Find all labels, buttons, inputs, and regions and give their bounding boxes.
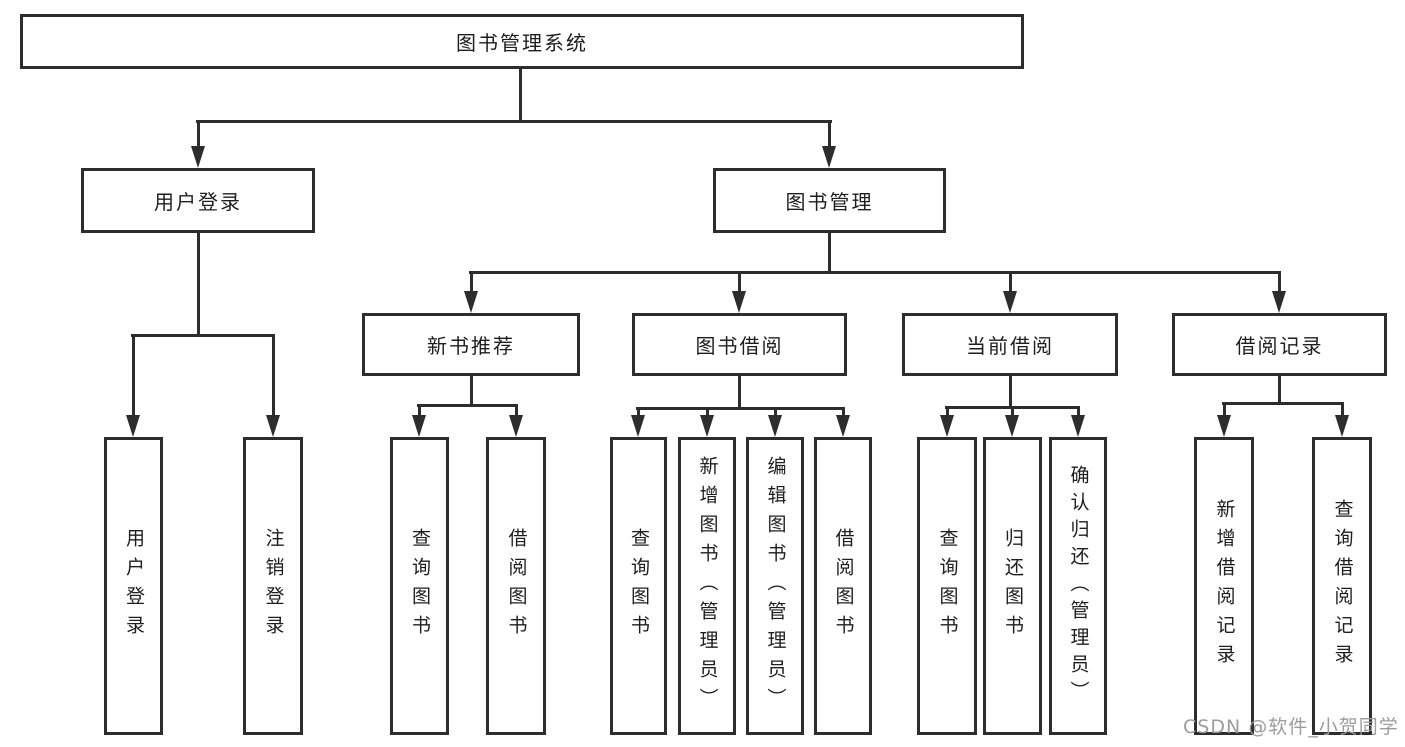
- node-br-add-record: 新增借阅记录: [1194, 437, 1254, 735]
- connector-line: [1278, 376, 1281, 404]
- arrow-down-icon: [836, 415, 850, 437]
- node-nbr-query-book: 查询图书: [390, 437, 449, 735]
- node-new-book-recommendation-label: 新书推荐: [427, 334, 515, 358]
- node-nbr-query-book-label: 查询图书: [409, 528, 431, 644]
- arrow-down-icon: [732, 291, 746, 313]
- arrow-down-icon: [700, 415, 714, 437]
- node-book-management: 图书管理: [713, 168, 946, 233]
- node-cb-confirm-return: 确认归还（管理员）: [1049, 437, 1107, 735]
- node-borrowing-records-label: 借阅记录: [1235, 334, 1324, 358]
- connector-line: [738, 376, 741, 409]
- node-borrowing-records: 借阅记录: [1172, 313, 1387, 376]
- node-cb-query-book: 查询图书: [917, 437, 977, 735]
- arrow-down-icon: [191, 146, 205, 168]
- node-book-borrowing: 图书借阅: [632, 313, 847, 376]
- connector-line: [706, 407, 709, 416]
- connector-line: [842, 407, 845, 416]
- arrow-down-icon: [1335, 415, 1349, 437]
- node-current-borrowing: 当前借阅: [902, 313, 1118, 376]
- connector-line: [774, 407, 777, 416]
- arrow-down-icon: [1071, 415, 1085, 437]
- node-bb-borrow-book: 借阅图书: [814, 437, 872, 735]
- node-logout-leaf-label: 注销登录: [262, 528, 285, 644]
- arrow-down-icon: [509, 415, 523, 437]
- node-nbr-borrow-book-label: 借阅图书: [505, 528, 528, 644]
- arrow-down-icon: [1272, 291, 1286, 313]
- node-cb-return-book: 归还图书: [983, 437, 1042, 735]
- connector-line: [131, 334, 274, 337]
- connector-line: [417, 404, 518, 407]
- arrow-down-icon: [768, 415, 782, 437]
- connector-line: [1222, 402, 1343, 405]
- node-nbr-borrow-book: 借阅图书: [486, 437, 546, 735]
- connector-line: [272, 334, 275, 415]
- connector-line: [738, 271, 741, 291]
- connector-line: [470, 376, 473, 406]
- node-root: 图书管理系统: [20, 14, 1024, 69]
- connector-line: [1077, 406, 1080, 416]
- watermark: CSDN @软件_小贺同学: [1183, 716, 1399, 738]
- arrow-down-icon: [412, 415, 426, 437]
- node-user-login-label: 用户登录: [154, 190, 242, 214]
- connector-line: [1009, 376, 1012, 408]
- connector-line: [1223, 402, 1226, 416]
- connector-line: [469, 271, 1281, 274]
- node-current-borrowing-label: 当前借阅: [966, 334, 1054, 358]
- connector-line: [637, 407, 640, 416]
- arrow-down-icon: [1217, 415, 1231, 437]
- arrow-down-icon: [1003, 291, 1017, 313]
- node-new-book-recommendation: 新书推荐: [362, 313, 580, 376]
- arrow-down-icon: [940, 415, 954, 437]
- connector-line: [197, 233, 200, 336]
- connector-line: [1009, 271, 1012, 291]
- arrow-down-icon: [464, 291, 478, 313]
- arrow-down-icon: [266, 415, 280, 437]
- node-bb-add-book-label: 新增图书（管理员）: [696, 455, 719, 717]
- node-book-management-label: 图书管理: [785, 190, 874, 214]
- connector-line: [515, 404, 518, 416]
- connector-line: [132, 334, 135, 415]
- connector-line: [1341, 402, 1344, 416]
- connector-line: [828, 120, 831, 148]
- arrow-down-icon: [822, 146, 836, 168]
- arrow-down-icon: [631, 415, 645, 437]
- node-user-login: 用户登录: [81, 168, 315, 233]
- connector-line: [519, 69, 522, 120]
- node-root-label: 图书管理系统: [456, 31, 588, 55]
- node-logout-leaf: 注销登录: [243, 437, 303, 735]
- connector-line: [1011, 406, 1014, 416]
- node-cb-query-book-label: 查询图书: [936, 528, 959, 644]
- node-bb-edit-book: 编辑图书（管理员）: [746, 437, 804, 735]
- node-bb-borrow-book-label: 借阅图书: [832, 528, 855, 644]
- connector-line: [946, 406, 949, 416]
- connector-line: [418, 404, 421, 416]
- connector-line: [197, 120, 200, 148]
- node-br-add-record-label: 新增借阅记录: [1213, 499, 1236, 673]
- node-user-login-leaf-label: 用户登录: [123, 528, 145, 644]
- node-book-borrowing-label: 图书借阅: [695, 334, 784, 358]
- node-bb-edit-book-label: 编辑图书（管理员）: [764, 455, 787, 717]
- connector-line: [196, 120, 832, 123]
- node-cb-confirm-return-label: 确认归还（管理员）: [1067, 464, 1090, 708]
- connector-line: [636, 407, 844, 410]
- node-bb-query-book: 查询图书: [610, 437, 667, 735]
- node-bb-query-book-label: 查询图书: [628, 528, 650, 644]
- node-cb-return-book-label: 归还图书: [1002, 528, 1024, 644]
- connector-line: [828, 233, 831, 273]
- node-br-query-record-label: 查询借阅记录: [1331, 499, 1354, 673]
- connector-line: [470, 271, 473, 291]
- node-br-query-record: 查询借阅记录: [1312, 437, 1372, 735]
- node-user-login-leaf: 用户登录: [104, 437, 163, 735]
- arrow-down-icon: [126, 415, 140, 437]
- arrow-down-icon: [1005, 415, 1019, 437]
- connector-line: [1278, 271, 1281, 291]
- node-bb-add-book: 新增图书（管理员）: [678, 437, 736, 735]
